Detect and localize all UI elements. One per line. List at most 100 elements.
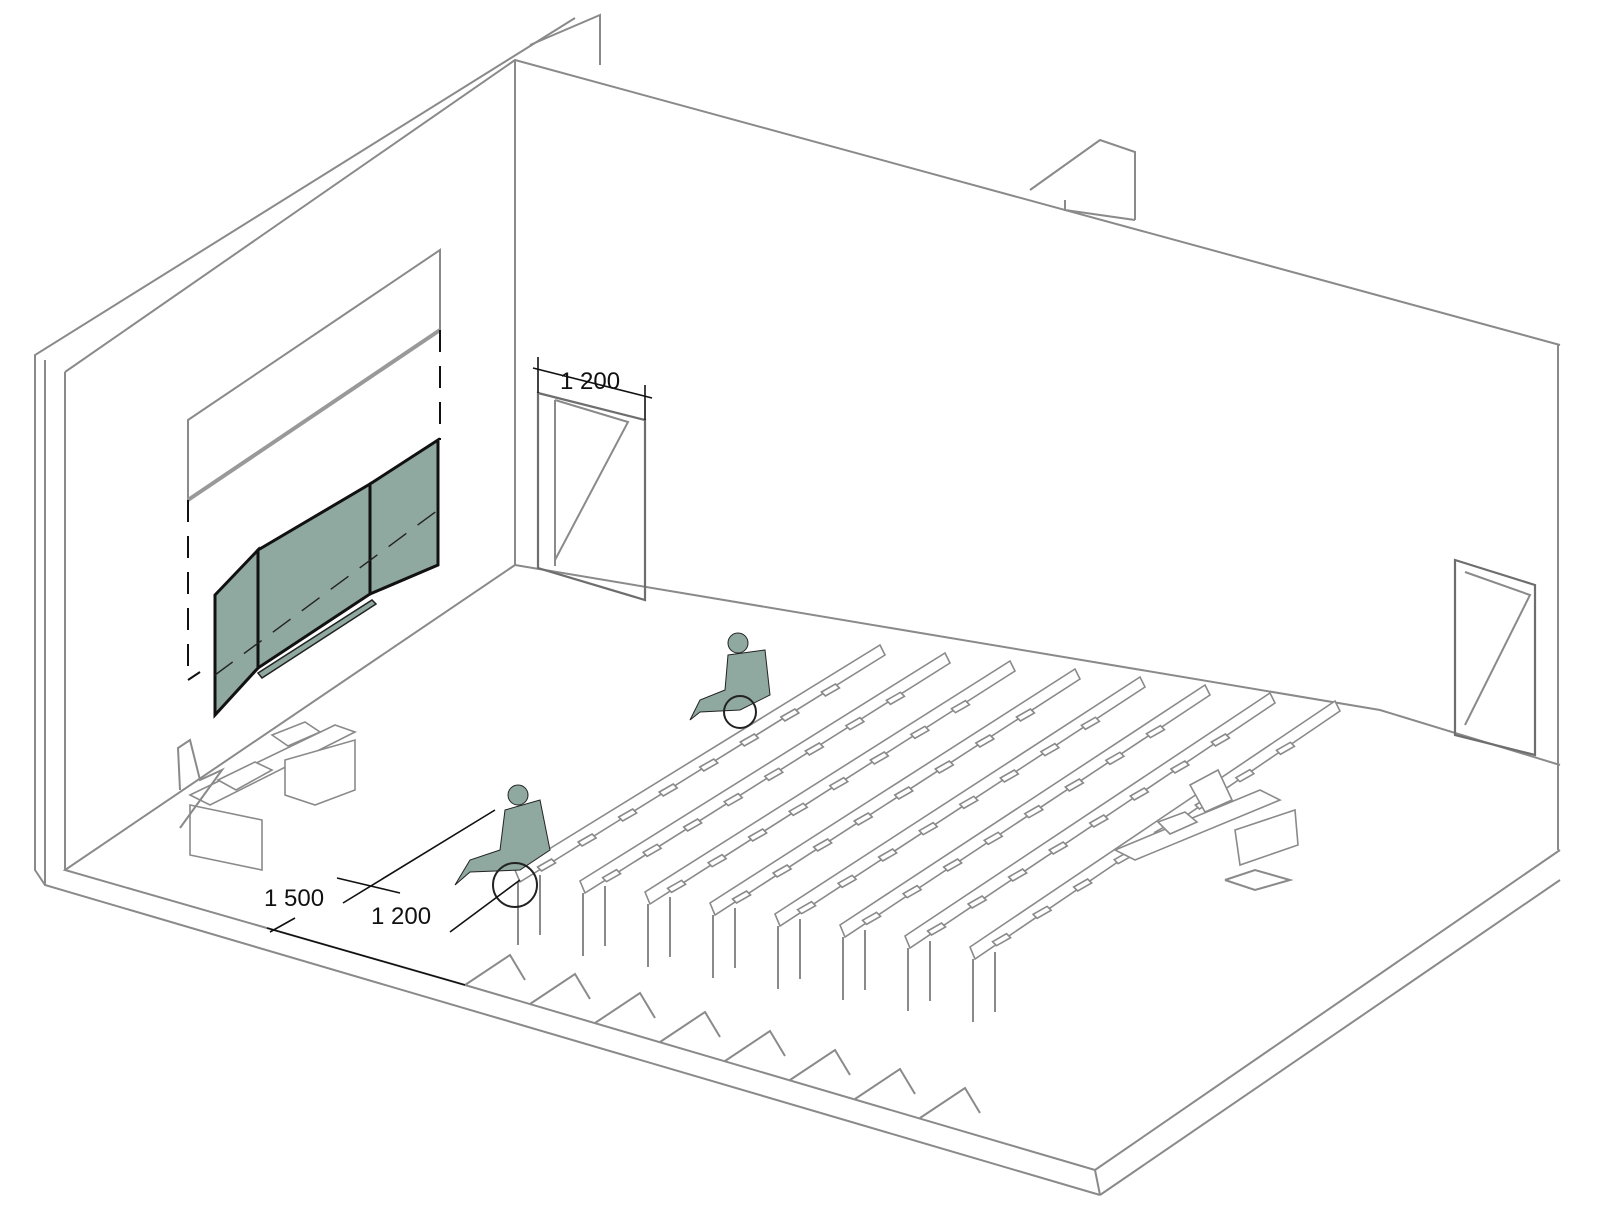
desk-top (839, 683, 1212, 939)
seat (1072, 878, 1093, 892)
seat (771, 864, 793, 878)
seat (706, 853, 728, 868)
seat (991, 932, 1012, 947)
desk-row (513, 643, 887, 945)
step-edge (789, 1048, 851, 1081)
person-body (689, 649, 771, 721)
office-chair (176, 738, 226, 829)
walls (34, 13, 1561, 1196)
seat (958, 795, 980, 810)
step-edge (464, 953, 526, 986)
seat (763, 767, 785, 782)
seat (1080, 716, 1101, 731)
seat (804, 742, 825, 756)
desk-row (644, 659, 1017, 967)
seat (739, 733, 760, 747)
seat (1169, 760, 1191, 774)
laptop (216, 761, 274, 791)
platform-front (464, 849, 1561, 1172)
seat (731, 890, 752, 904)
dim-line-b (342, 809, 496, 904)
left-wall-outer (34, 17, 576, 886)
person-head (727, 632, 749, 654)
seat (812, 838, 833, 852)
person-body (454, 799, 551, 886)
step-edge (594, 991, 656, 1024)
floor-right-edge (1099, 879, 1561, 1196)
seat (787, 802, 809, 817)
screen-bar (186, 328, 442, 502)
desk-row (904, 691, 1277, 1011)
seat (901, 884, 923, 899)
seat (657, 783, 679, 797)
projector (270, 721, 322, 747)
desk-top (644, 659, 1017, 906)
desk-top (579, 651, 952, 895)
board-centerline (214, 509, 439, 676)
seat (852, 812, 874, 826)
seat (893, 786, 915, 800)
wheelchair-user-rear (689, 632, 771, 729)
seat (836, 874, 858, 889)
rear-pilaster-base (1064, 200, 1136, 221)
seat (1007, 868, 1028, 882)
door-rear (536, 391, 647, 602)
door-swing (554, 399, 630, 561)
desk-row (579, 651, 952, 956)
seat (1145, 724, 1166, 739)
platform-corner (1094, 1169, 1101, 1196)
lecturer-desk (176, 721, 358, 871)
desk-row (839, 683, 1212, 1000)
dim-line-a (336, 877, 401, 894)
side-table-top (1113, 789, 1282, 861)
seat (934, 760, 955, 774)
seat (747, 828, 768, 842)
seat (601, 868, 622, 883)
floor-back-edge (514, 564, 1561, 766)
seat (1234, 768, 1256, 783)
swivel-chair-base (1224, 868, 1294, 892)
step-edge (919, 1086, 981, 1119)
dim-tick (269, 917, 296, 933)
seat (779, 708, 801, 722)
seat (641, 843, 663, 858)
seat (820, 683, 841, 697)
seat (999, 769, 1020, 783)
rear-pilaster (1029, 138, 1136, 220)
seat (885, 691, 906, 706)
step-edge (659, 1010, 721, 1043)
left-wall-outer-edge (44, 360, 1101, 1196)
seat (617, 808, 638, 822)
seat (1088, 814, 1110, 828)
seat (828, 776, 850, 791)
seat (536, 858, 557, 872)
dim-line-d (449, 879, 521, 933)
wall-top-edge (64, 58, 1561, 373)
seat (698, 758, 720, 772)
door-frame (1453, 558, 1537, 757)
person-head (507, 784, 529, 806)
desk-top (709, 667, 1082, 917)
projector-side (1156, 811, 1199, 835)
desk-top (513, 643, 887, 884)
seat (666, 879, 687, 894)
seat (722, 792, 744, 807)
seat (1064, 778, 1085, 792)
door-swing (1464, 571, 1532, 726)
seat (1015, 708, 1036, 722)
seat (917, 821, 939, 836)
wheelchair-wheel (723, 695, 757, 729)
rear-wall-stub (529, 13, 601, 65)
desk-top (904, 691, 1277, 950)
step-edge (854, 1067, 916, 1100)
seat (1047, 841, 1069, 855)
seat (1039, 742, 1061, 757)
board-panel-right (368, 437, 440, 597)
seat (682, 818, 703, 832)
desk-row (709, 667, 1082, 978)
seat (982, 831, 1004, 846)
student-desks (513, 643, 1342, 1022)
dimensions: 1 200 1 500 1 200 (264, 357, 653, 986)
